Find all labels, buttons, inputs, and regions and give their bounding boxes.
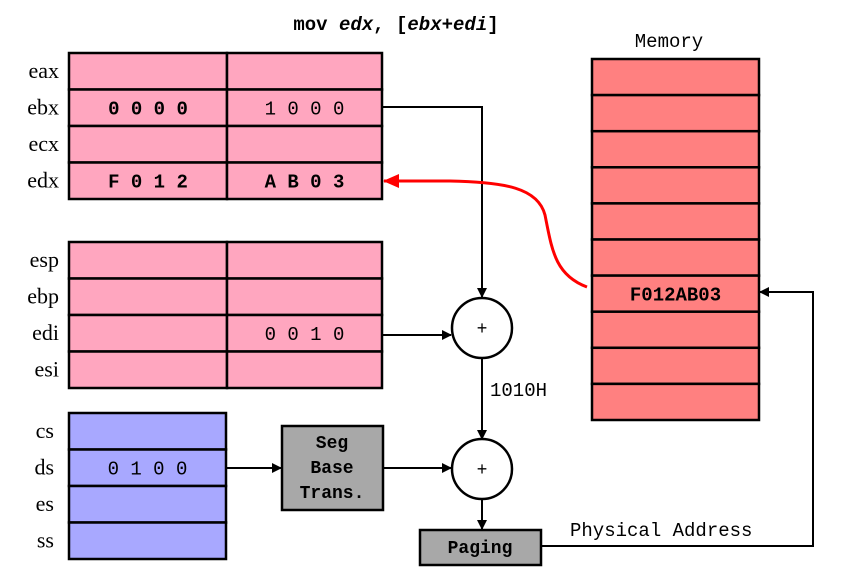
adder-circle [450, 296, 514, 360]
memory-cell-box [590, 93, 761, 133]
register-high-value: 0 0 0 0 [108, 99, 188, 121]
register-name-label: esi [35, 357, 59, 382]
adder-plus-symbol: + [477, 461, 488, 481]
register-ebp: ebp [27, 277, 384, 317]
title-base: ebx [407, 14, 442, 36]
memory-cell [590, 166, 761, 205]
memory-cell [590, 57, 761, 97]
register-high-cell [67, 124, 229, 164]
adder-circle [450, 437, 514, 501]
adder-plus-symbol: + [477, 320, 488, 340]
memory-cell [590, 382, 761, 422]
title-open-bracket: [ [396, 14, 407, 36]
memory-cell [590, 129, 761, 169]
segment-register-ss: ss [37, 521, 228, 561]
memory-cell [590, 93, 761, 133]
paging-label: Paging [448, 539, 513, 559]
register-high-cell [67, 51, 229, 91]
title-index: edi [453, 14, 487, 36]
register-low-cell [225, 161, 384, 201]
memory-cell-value: F012AB03 [630, 285, 721, 307]
register-high-cell [67, 313, 229, 353]
register-esi: esi [35, 350, 384, 390]
memory-to-edx-arrow [383, 174, 588, 289]
title-plus: + [442, 14, 453, 36]
register-high-cell [67, 277, 229, 317]
segment-register-value: 0 1 0 0 [108, 459, 188, 481]
general-registers-bottom: esp ebp edi 0 0 1 0 esi [27, 240, 384, 390]
adder-offset: + [450, 296, 514, 360]
offset-label: 1010H [490, 380, 547, 402]
general-registers-top: eax ebx 0 0 0 0 1 0 0 0 ecx edx F 0 1 2 A B 0 3 [27, 51, 384, 201]
register-low-cell [225, 51, 384, 91]
memory-cell [590, 346, 761, 386]
memory-cell-box [590, 202, 761, 241]
segment-register-name-label: ss [37, 528, 54, 553]
register-high-cell [67, 350, 229, 390]
memory-cell-box [590, 346, 761, 386]
instruction-title: mov edx, [ebx+edi] [293, 14, 498, 36]
memory-cell [590, 310, 761, 350]
segment-registers: cs ds 0 1 0 0 es ss [34, 411, 228, 561]
memory-cell-box [590, 382, 761, 422]
paging-box: Paging [418, 528, 543, 567]
register-low-value: A B 0 3 [265, 172, 345, 194]
segment-register-name-label: cs [36, 418, 54, 443]
title-close-bracket: ] [487, 14, 498, 36]
adder-linear: + [450, 437, 514, 501]
segment-register-es: es [36, 484, 228, 524]
register-edx: edx F 0 1 2 A B 0 3 [27, 161, 384, 201]
memory-block: F012AB03 [590, 57, 761, 422]
ebx-to-adder-line [382, 106, 487, 298]
register-high-value: F 0 1 2 [108, 172, 188, 194]
segment-register-cell [67, 411, 228, 451]
seg-base-line-3: Trans. [300, 484, 365, 504]
register-low-value: 1 0 0 0 [265, 99, 345, 121]
segment-register-ds: ds 0 1 0 0 [34, 448, 228, 488]
register-ebx: ebx 0 0 0 0 1 0 0 0 [27, 88, 384, 128]
seg-base-line-2: Base [310, 459, 353, 479]
segment-register-name-label: es [36, 491, 54, 516]
segment-register-cell [67, 448, 228, 488]
segment-register-name-label: ds [34, 455, 54, 480]
memory-cell-box [590, 166, 761, 205]
register-low-cell [225, 240, 384, 280]
segment-register-cs: cs [36, 411, 228, 451]
memory-cell-box [590, 57, 761, 97]
segment-register-cell [67, 484, 228, 524]
memory-cell [590, 202, 761, 241]
memory-cell: F012AB03 [590, 274, 761, 313]
title-comma: , [373, 14, 396, 36]
register-low-cell [225, 124, 384, 164]
register-name-label: ebp [27, 284, 59, 309]
memory-title: Memory [635, 31, 703, 53]
register-name-label: eax [28, 58, 59, 83]
memory-cell-box [590, 238, 761, 277]
seg-base-line-1: Seg [316, 434, 348, 454]
register-ecx: ecx [28, 124, 384, 164]
register-low-cell [225, 350, 384, 390]
physical-address-line [541, 287, 814, 547]
memory-cell [590, 238, 761, 277]
register-low-value: 0 0 1 0 [265, 324, 345, 346]
title-dest: edx [339, 14, 374, 36]
memory-cell-box [590, 129, 761, 169]
register-name-label: edx [27, 168, 59, 193]
register-high-cell [67, 240, 229, 280]
register-name-label: esp [30, 247, 59, 272]
register-name-label: ebx [27, 95, 59, 120]
register-high-cell [67, 161, 229, 201]
physical-address-label: Physical Address [570, 520, 752, 542]
register-eax: eax [28, 51, 384, 91]
register-esp: esp [30, 240, 384, 280]
register-edi: edi 0 0 1 0 [32, 313, 384, 353]
segment-register-cell [67, 521, 228, 561]
register-name-label: edi [32, 320, 59, 345]
memory-cell-box [590, 310, 761, 350]
seg-base-trans-box: Seg Base Trans. [280, 424, 385, 512]
title-mnemonic: mov [293, 14, 339, 36]
register-name-label: ecx [28, 131, 59, 156]
register-low-cell [225, 277, 384, 317]
